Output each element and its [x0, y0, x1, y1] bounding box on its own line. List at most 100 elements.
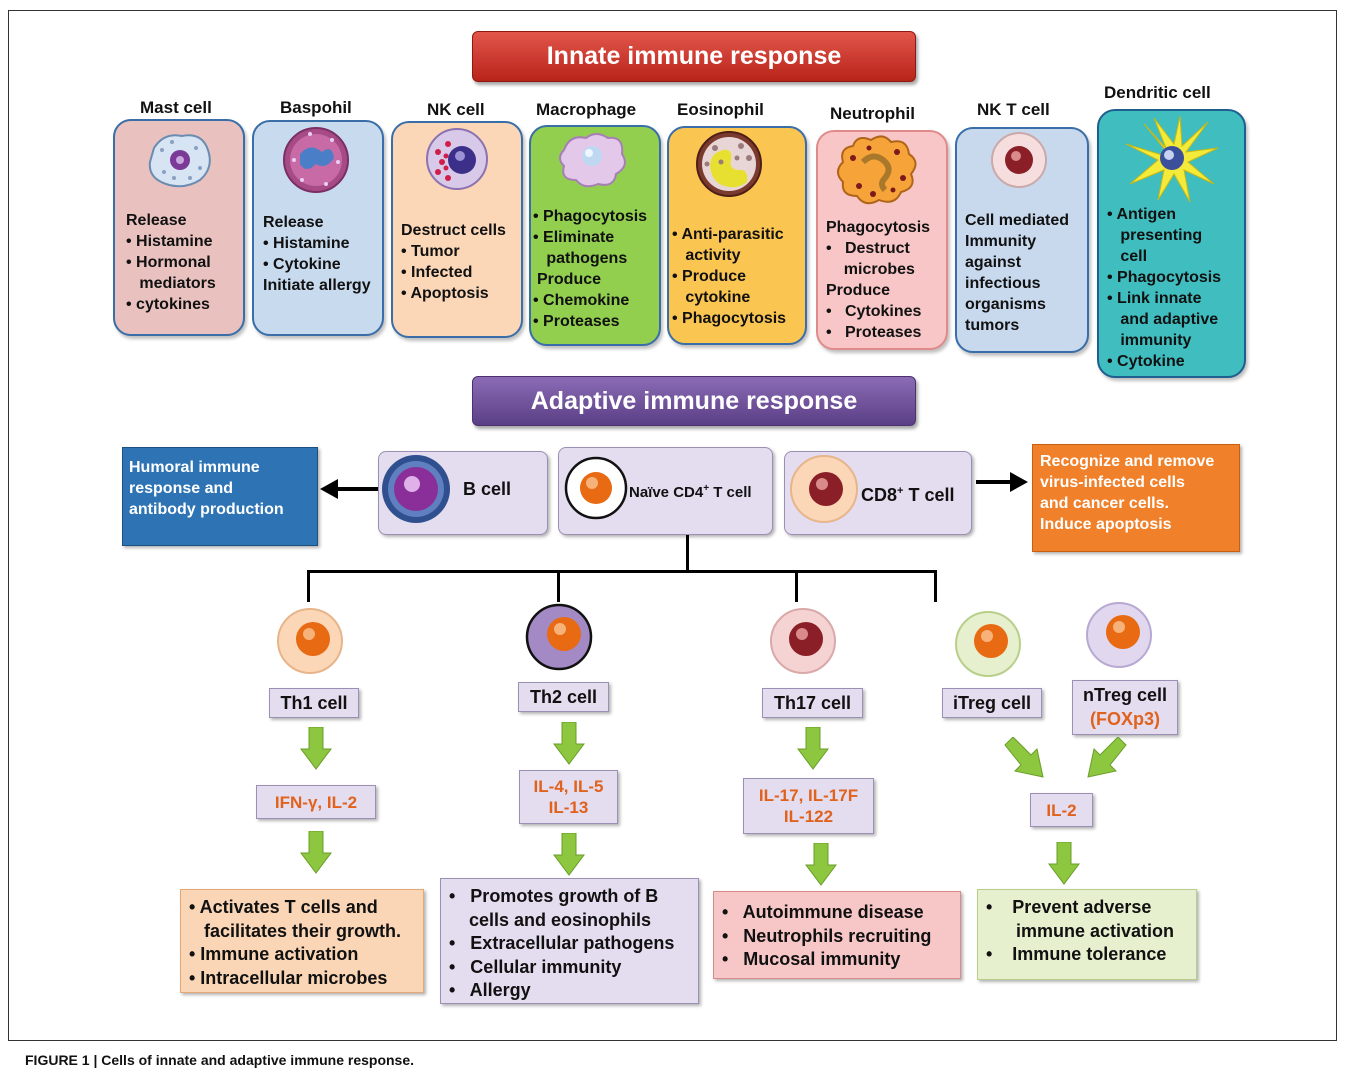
line: immunity	[1107, 332, 1192, 349]
nkt-cell-icon	[991, 132, 1047, 188]
nk-cell-title: NK cell	[427, 100, 485, 119]
line: Produce	[826, 282, 891, 299]
ntreg-cell-icon	[1086, 602, 1152, 668]
eosinophil-icon	[696, 131, 762, 197]
dendritic-cell-text: • Antigen presenting cell • Phagocytosis…	[1107, 204, 1221, 372]
foxp3-marker: (FOXp3)	[1090, 709, 1160, 729]
ntreg-name: nTreg cell	[1082, 685, 1168, 705]
mast-cell-icon	[148, 134, 211, 188]
nkt-cell-card	[955, 127, 1089, 353]
line: Phagocytosis	[826, 219, 931, 236]
mast-cell-title: Mast cell	[140, 98, 212, 117]
line: • Proteases	[533, 313, 620, 330]
dendritic-cell-card	[1097, 109, 1246, 378]
line: • Histamine	[263, 235, 350, 252]
line: • Phagocytosis	[533, 208, 648, 225]
line: IL-4, IL-5	[533, 777, 604, 796]
line: • Extracellular pathogens	[449, 933, 675, 953]
arrow-th17-outcome	[805, 843, 837, 886]
line: virus-infected cells	[1040, 474, 1185, 491]
macrophage-text: • Phagocytosis • Eliminate pathogens Pro…	[533, 206, 647, 332]
arrow-to-cd8-function	[976, 472, 1028, 492]
line: • Eliminate	[533, 229, 615, 246]
arrow-ntreg-il2	[1087, 737, 1127, 778]
line: • Hormonal	[126, 254, 211, 271]
treg-cytokine: IL-2	[1030, 793, 1093, 827]
superscript: +	[703, 483, 710, 494]
tree-branch-treg	[934, 570, 937, 602]
line: • Cytokine	[263, 256, 341, 273]
line: • Immune tolerance	[986, 944, 1167, 964]
dendritic-cell-title: Dendritic cell	[1104, 83, 1211, 102]
line: Produce	[537, 271, 602, 288]
line: organisms	[965, 296, 1046, 313]
line: • Activates T cells and	[189, 897, 378, 917]
line: IL-2	[1046, 800, 1077, 820]
itreg-cell-icon	[955, 611, 1021, 677]
line: • Phagocytosis	[1107, 269, 1222, 286]
macrophage-icon	[559, 133, 626, 188]
b-cell-icon	[382, 455, 450, 523]
line: • Cytokine	[1107, 353, 1185, 370]
th17-outcomes: • Autoimmune disease • Neutrophils recru…	[713, 891, 961, 979]
line: antibody production	[129, 501, 284, 518]
line: and cancer cells.	[1040, 495, 1169, 512]
nk-cell-text: Destruct cells • Tumor • Infected • Apop…	[401, 220, 506, 304]
line: IL-17, IL-17F	[758, 786, 859, 805]
arrow-th1-outcome	[300, 831, 332, 874]
line: • Anti-parasitic	[672, 226, 784, 243]
arrow-itreg-il2	[1004, 737, 1044, 778]
neutrophil-text: Phagocytosis • Destruct microbes Produce…	[826, 217, 930, 343]
neutrophil-title: Neutrophil	[830, 104, 915, 123]
line: and adaptive	[1107, 311, 1219, 328]
line: presenting	[1107, 227, 1203, 244]
line: Humoral immune	[129, 459, 260, 476]
th1-label: Th1 cell	[269, 688, 359, 718]
th17-label: Th17 cell	[762, 688, 863, 718]
figure-frame	[8, 10, 1337, 1041]
eosinophil-title: Eosinophil	[677, 100, 764, 119]
line: pathogens	[533, 250, 628, 267]
naive-cd4-icon	[564, 456, 628, 520]
th1-cytokines: IFN-γ, IL-2	[256, 785, 376, 819]
eosinophil-text: • Anti-parasitic activity • Produce cyto…	[672, 224, 786, 329]
line: • Neutrophils recruiting	[722, 925, 932, 946]
mast-cell-text: Release • Histamine • Hormonal mediators…	[126, 210, 216, 315]
arrow-th2-cytokine	[553, 722, 585, 765]
line: response and	[129, 480, 234, 497]
naive-cd4-label: Naïve CD4+ T cell	[629, 478, 752, 503]
line: • Cellular immunity	[449, 956, 622, 977]
ntreg-label: nTreg cell (FOXp3)	[1072, 680, 1178, 735]
nkt-cell-text: Cell mediated Immunity against infectiou…	[965, 210, 1069, 336]
humoral-response-box: Humoral immune response and antibody pro…	[122, 447, 318, 546]
line: Release	[126, 212, 187, 229]
th1-cell-icon	[277, 608, 343, 674]
line: • Chemokine	[533, 292, 630, 309]
line: • Proteases	[826, 324, 922, 341]
cd8-t-cell-icon	[790, 455, 858, 523]
line: • Produce	[672, 268, 747, 285]
superscript: +	[897, 485, 904, 497]
line: • Antigen	[1107, 206, 1176, 223]
line: cells and eosinophils	[449, 909, 652, 930]
treg-outcomes: • Prevent adverse immune activation • Im…	[977, 889, 1197, 980]
line: • Allergy	[449, 980, 531, 1000]
th2-outcomes: • Promotes growth of B cells and eosinop…	[440, 878, 699, 1004]
nkt-cell-title: NK T cell	[977, 100, 1050, 119]
line: activity	[672, 247, 741, 264]
tree-branch-th1	[307, 570, 310, 602]
text: T cell	[903, 485, 955, 505]
line: IL-13	[548, 798, 589, 817]
line: • Immune activation	[189, 944, 359, 964]
macrophage-title: Macrophage	[536, 100, 637, 119]
th2-cell-icon	[525, 603, 593, 671]
b-cell-label: B cell	[463, 479, 512, 499]
basophil-text: Release • Histamine • Cytokine Initiate …	[263, 212, 371, 296]
cd8-function-box: Recognize and remove virus-infected cell…	[1032, 444, 1240, 552]
arrow-treg-outcome	[1048, 842, 1080, 885]
line: • Tumor	[401, 243, 460, 260]
line: • Autoimmune disease	[722, 902, 924, 922]
line: facilitates their growth.	[189, 920, 402, 941]
innate-banner: Innate immune response	[472, 31, 916, 82]
line: • Cytokines	[826, 303, 922, 320]
